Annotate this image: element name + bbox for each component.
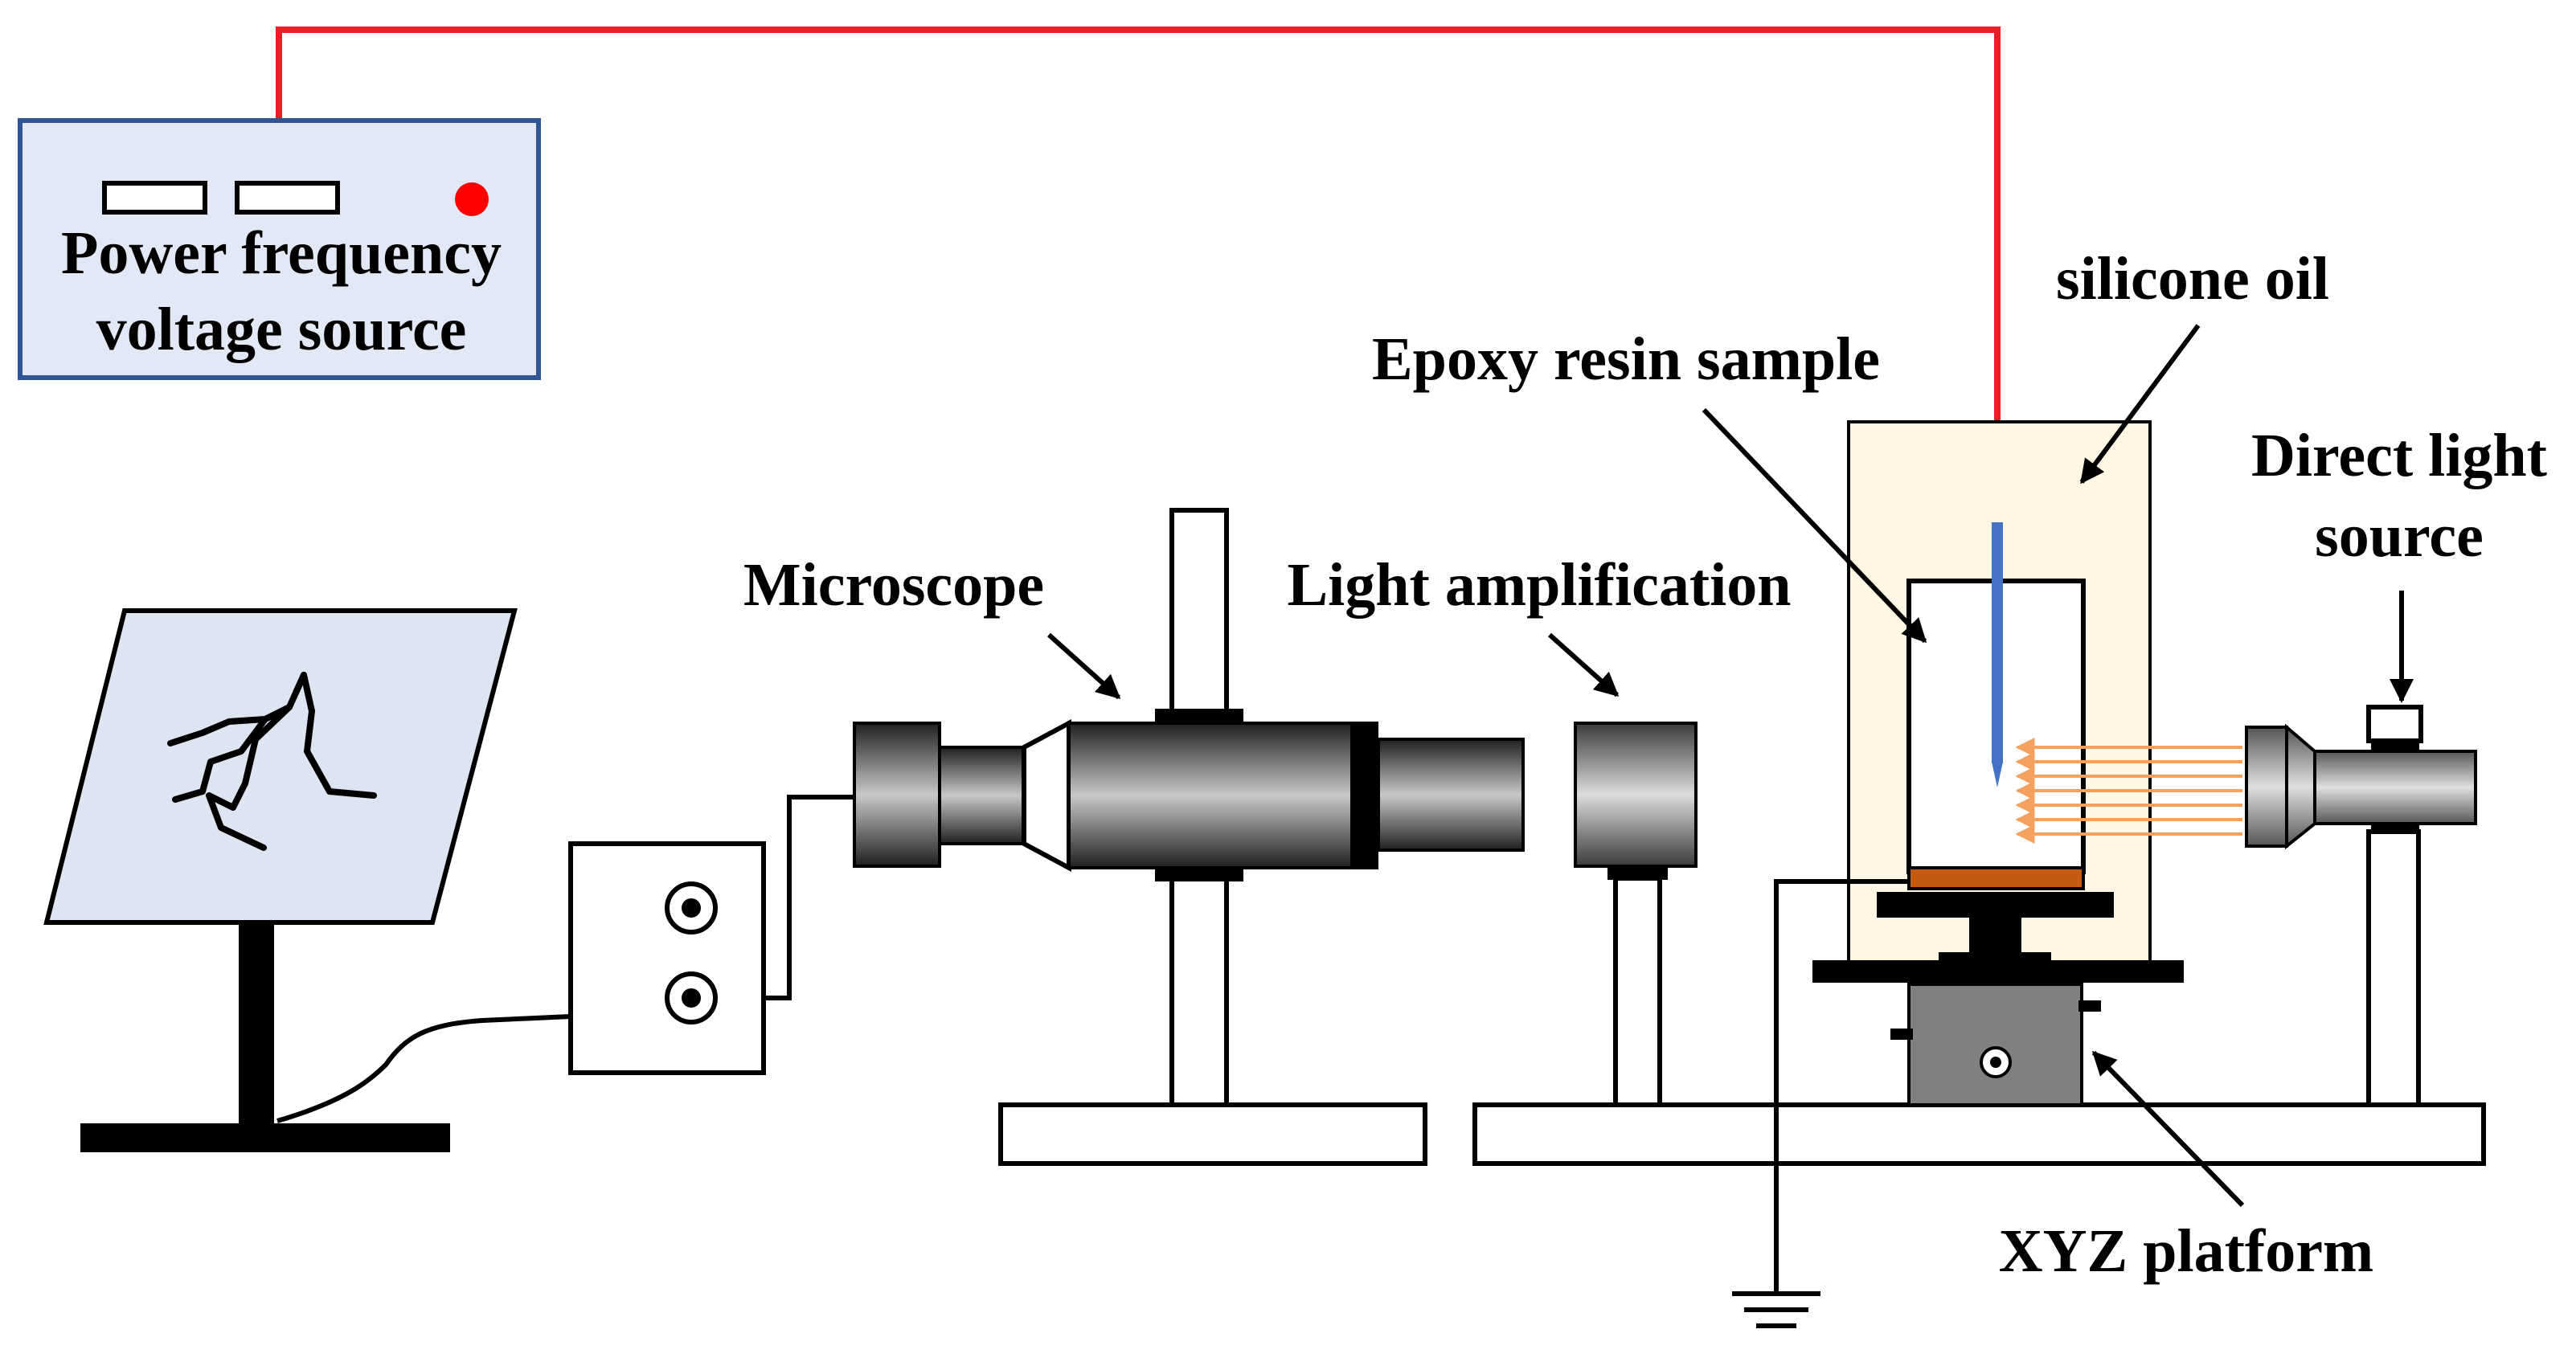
epoxy-sample-arrow xyxy=(1702,407,1927,644)
direct-light-label-line2: source xyxy=(2315,502,2484,570)
sample-base-plate xyxy=(1907,866,2085,890)
amplifier-post xyxy=(1613,876,1662,1107)
xyz-platform xyxy=(1890,983,2101,1106)
microscope-ring xyxy=(1350,722,1378,869)
light-source-neck xyxy=(2285,723,2316,850)
xyz-knob-left xyxy=(1890,1029,1913,1040)
xyz-knob-right xyxy=(2078,1000,2101,1012)
camera-body xyxy=(853,722,941,868)
needle-electrode xyxy=(1992,522,2003,763)
epoxy-resin-sample-label: Epoxy resin sample xyxy=(1372,325,1880,393)
light-source-clamp-top xyxy=(2371,741,2419,752)
microscope-arrow xyxy=(1046,632,1121,700)
sample-holder-stem xyxy=(1969,916,2021,956)
source-label-line2: voltage source xyxy=(96,296,467,363)
monitor-stand-base xyxy=(80,1123,450,1152)
light-amplification-arrow xyxy=(1548,632,1620,697)
microscope-label: Microscope xyxy=(743,551,1044,619)
main-bench-base xyxy=(1472,1102,2486,1166)
xyz-center-knob-dot xyxy=(1990,1057,2001,1068)
light-amplification-label: Light amplification xyxy=(1287,551,1791,619)
amplifier-body xyxy=(1574,722,1698,868)
control-box-body xyxy=(568,841,766,1075)
display-monitor xyxy=(43,608,518,1152)
microscope-post-lower xyxy=(1169,873,1229,1107)
direct-light-label-line1: Direct light xyxy=(2251,422,2547,489)
xyz-platform-body xyxy=(1907,983,2083,1106)
camera-adapter xyxy=(938,746,1026,845)
silicone-oil-arrow xyxy=(2079,324,2201,485)
source-display-right xyxy=(235,181,340,215)
light-source-tube xyxy=(2313,750,2477,825)
source-box xyxy=(18,118,541,380)
needle-tip xyxy=(1992,762,2003,787)
direct-light-source xyxy=(2245,705,2477,1107)
connector-port-bottom-center xyxy=(682,988,701,1008)
microscope-tube xyxy=(1067,722,1356,869)
amplifier-clamp xyxy=(1607,866,1668,880)
camera-control-box xyxy=(568,841,766,1075)
xyz-platform-arrow xyxy=(2091,1050,2245,1208)
light-rays xyxy=(2015,738,2242,844)
light-amplifier xyxy=(1574,722,1698,1107)
microscope-bench-base xyxy=(998,1102,1427,1166)
ground-icon xyxy=(1732,1291,1820,1328)
monitor-screen xyxy=(43,608,518,925)
pointer-arrows xyxy=(1046,324,2414,1208)
silicone-oil-label: silicone oil xyxy=(2056,245,2329,313)
light-source-post xyxy=(2366,829,2421,1107)
xyz-platform-plate xyxy=(1812,960,2184,983)
source-display-left xyxy=(102,181,207,215)
microscope-cone xyxy=(1022,718,1071,873)
hv-wire xyxy=(276,27,2001,522)
connector-port-top-center xyxy=(682,898,701,918)
electrical-tree-icon xyxy=(167,672,377,851)
source-indicator-light xyxy=(455,182,489,216)
ground-wire xyxy=(1774,879,1909,1291)
light-source-cap xyxy=(2366,705,2423,743)
microscope-clamp-top xyxy=(1155,709,1243,725)
microscope xyxy=(853,508,1525,1107)
xyz-platform-label: XYZ platform xyxy=(1999,1217,2374,1285)
power-frequency-voltage-source: Power frequency voltage source xyxy=(18,118,541,380)
light-source-lamp-body xyxy=(2245,726,2288,848)
monitor-cable xyxy=(276,1014,571,1123)
monitor-stand-pole xyxy=(239,922,274,1131)
source-label-line1: Power frequency xyxy=(61,219,502,287)
sample-holder-top xyxy=(1877,892,2114,918)
microscope-objective xyxy=(1377,738,1525,852)
microscope-post-upper xyxy=(1169,508,1229,718)
